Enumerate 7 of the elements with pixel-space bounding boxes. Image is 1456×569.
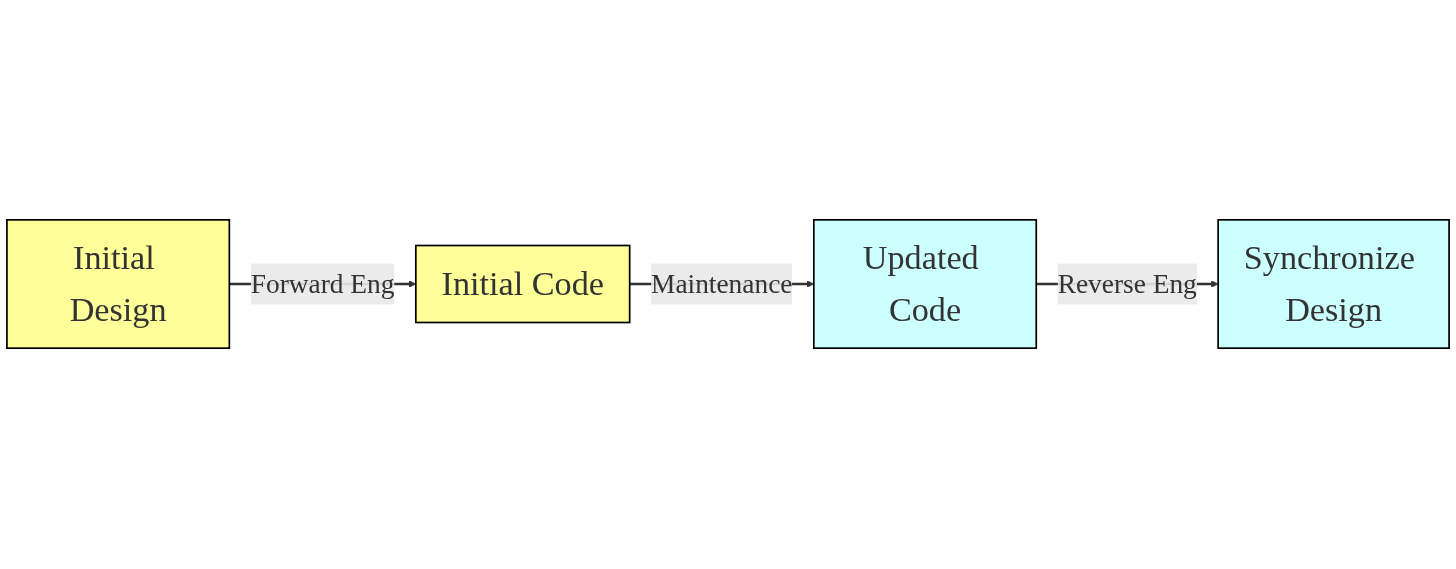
node-box: Updated Code bbox=[812, 219, 1038, 350]
node-box: Initial Design bbox=[6, 219, 231, 350]
node-box: Synchronize Design bbox=[1217, 219, 1450, 350]
edge-label: Forward Eng bbox=[250, 269, 395, 300]
edge-label: Reverse Eng bbox=[1057, 269, 1197, 300]
node-box: Initial Code bbox=[414, 245, 631, 324]
edge-label: Maintenance bbox=[651, 269, 793, 300]
